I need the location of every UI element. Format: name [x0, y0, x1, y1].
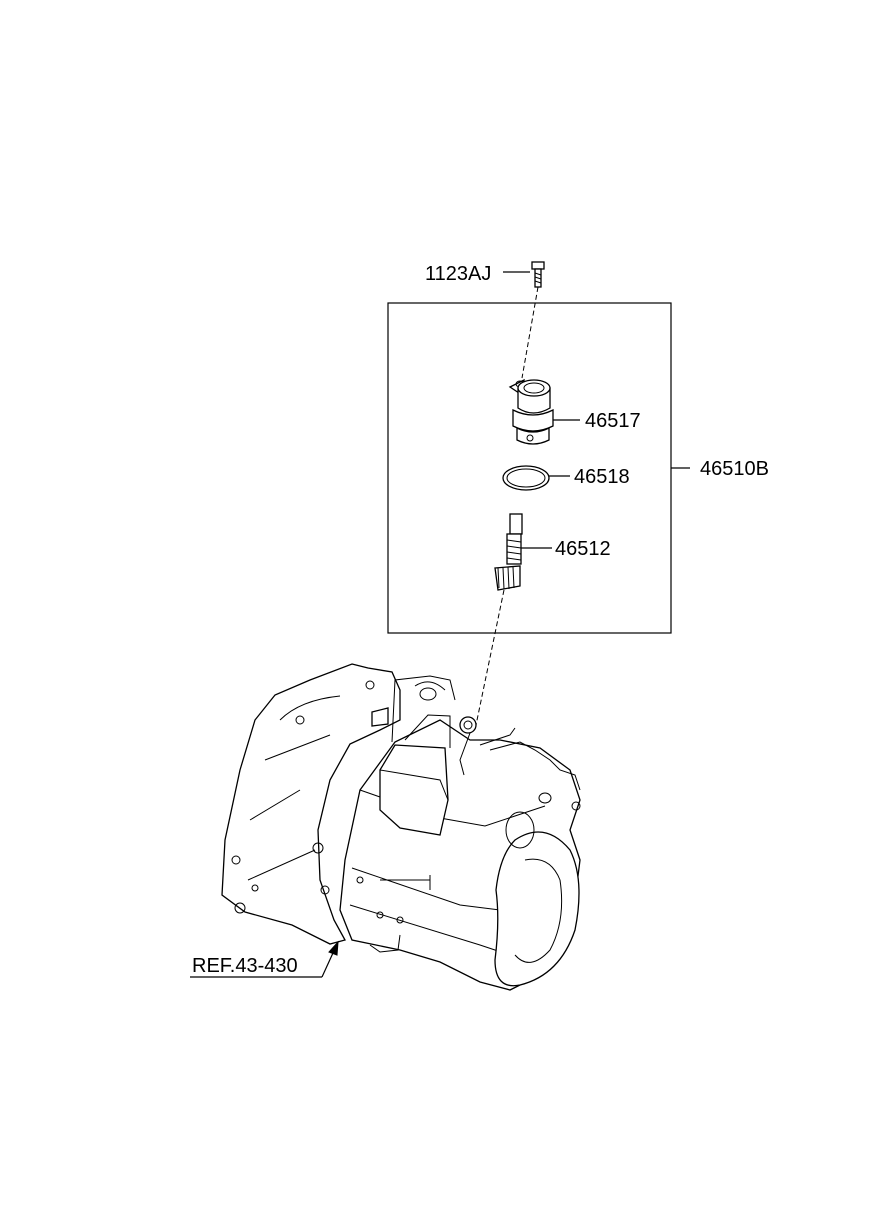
sensor-housing-part — [508, 378, 554, 445]
bolt-centerline — [521, 286, 539, 379]
label-46512: 46512 — [555, 538, 611, 560]
o-ring-part — [502, 465, 550, 491]
bolt-part — [531, 261, 545, 288]
shaft-centerline — [475, 589, 505, 726]
label-1123AJ: 1123AJ — [425, 263, 491, 285]
label-ref-43-430: REF.43-430 — [192, 955, 298, 977]
label-46518: 46518 — [574, 466, 630, 488]
label-46510B: 46510B — [700, 458, 769, 480]
driven-gear-part — [494, 513, 523, 591]
transaxle-illustration — [221, 663, 581, 991]
label-46517: 46517 — [585, 410, 641, 432]
ref-leader — [190, 940, 339, 978]
